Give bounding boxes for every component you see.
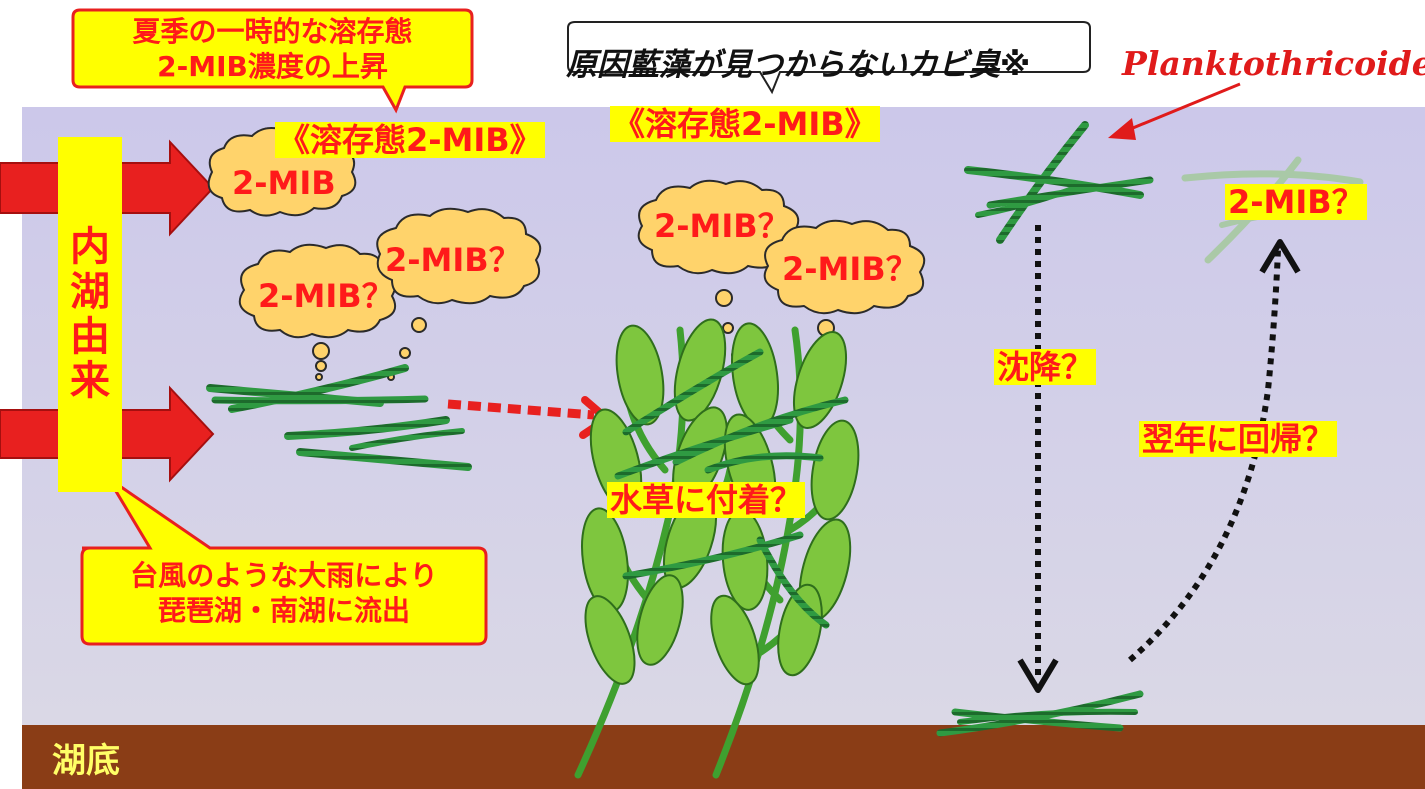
- callout-rain-line1: 台風のような大雨により: [130, 559, 438, 592]
- origin-char-3: 由: [70, 313, 110, 360]
- arrow-return: [1128, 239, 1301, 663]
- sinking-label: 沈降？: [994, 349, 1097, 385]
- callout-summer-line2: 2-MIB濃度の上昇: [157, 50, 388, 83]
- water-weed: [574, 318, 860, 779]
- attach-weed-label: 水草に付着？: [607, 482, 806, 518]
- callout-unknown-cause: [567, 21, 1091, 95]
- dissolved-label-center: 《溶存態2-MIB》: [610, 106, 880, 142]
- callout-summer-rise: [71, 8, 474, 114]
- cloud-d-label: 2-MIB？: [654, 207, 790, 245]
- callout-summer-text: 夏季の一時的な溶存態 2-MIB濃度の上昇: [73, 14, 472, 84]
- lake-bottom-label: 湖底: [52, 741, 120, 781]
- cloud-b: [238, 243, 397, 339]
- algae-planktothricoides: [964, 121, 1154, 244]
- return-label: 翌年に回帰？: [1139, 421, 1338, 457]
- cloud-c-label: 2-MIB？: [385, 241, 521, 279]
- cloud-e: [763, 219, 926, 315]
- cloud-c: [376, 207, 542, 305]
- arrow-sinking: [1017, 225, 1059, 693]
- species-pointer-arrow: [1108, 82, 1241, 140]
- callout-typhoon-outflow: [80, 476, 488, 646]
- cloud-b-label: 2-MIB？: [258, 277, 394, 315]
- cloud-e-label: 2-MIB？: [782, 250, 918, 288]
- origin-inner-lake-label: 内 湖 由 来: [58, 137, 122, 492]
- species-label: Planktothricoides: [1122, 44, 1425, 83]
- label-2mib-right: 2-MIB？: [1225, 184, 1367, 220]
- dissolved-label-left: 《溶存態2-MIB》: [275, 122, 545, 158]
- origin-char-4: 来: [70, 358, 110, 405]
- callout-rain-line2: 琵琶湖・南湖に流出: [157, 594, 410, 627]
- origin-char-2: 湖: [70, 268, 110, 315]
- algae-bottom: [936, 690, 1144, 737]
- cause-unknown-label: 原因藍藻が見つからないカビ臭※: [566, 47, 1031, 83]
- callout-summer-line1: 夏季の一時的な溶存態: [132, 15, 413, 48]
- cloud-a-label: 2-MIB: [232, 164, 336, 202]
- callout-rain-text: 台風のような大雨により 琵琶湖・南湖に流出: [82, 558, 486, 628]
- algae-filaments-left: [206, 364, 472, 471]
- origin-char-1: 内: [70, 223, 110, 270]
